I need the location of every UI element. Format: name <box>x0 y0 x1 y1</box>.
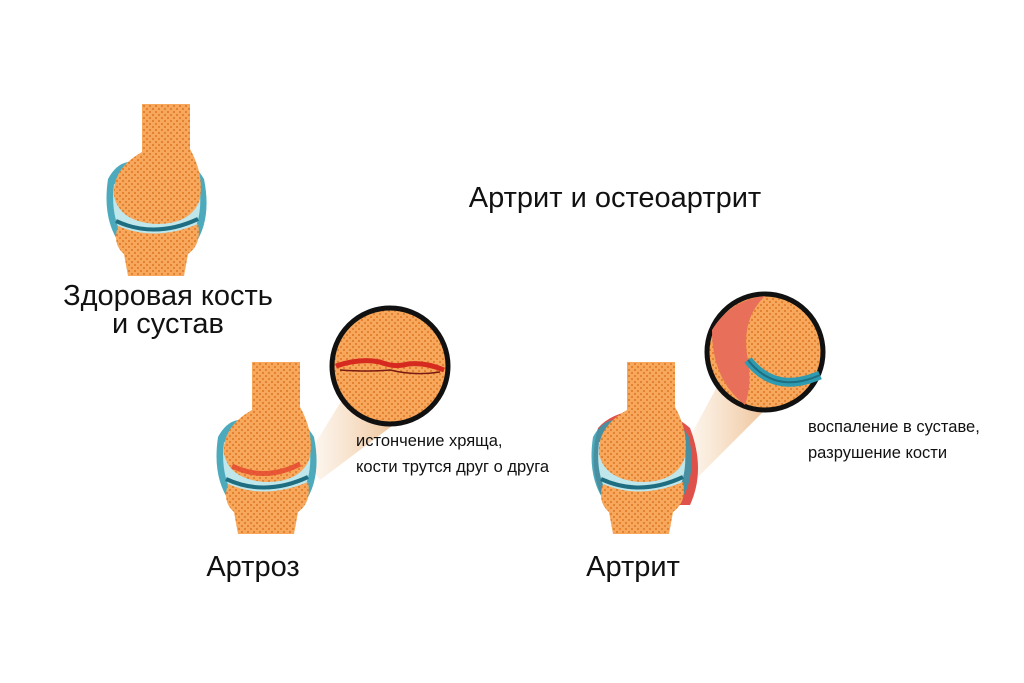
arthrosis-magnifier <box>329 305 451 427</box>
arthrosis-note-line1: истончение хряща, <box>356 432 503 450</box>
arthrosis-label: Артроз <box>206 551 299 583</box>
arthritis-label: Артрит <box>586 551 680 583</box>
diagram-title: Артрит и остеоартрит <box>469 182 761 214</box>
healthy-label-line2: и сустав <box>112 308 224 340</box>
arthritis-magnifier <box>704 291 826 413</box>
arthrosis-note-line2: кости трутся друг о друга <box>356 458 550 476</box>
arthritis-note-line2: разрушение кости <box>808 444 947 462</box>
healthy-joint-illustration <box>104 102 209 278</box>
arthritis-note-line1: воспаление в суставе, <box>808 418 980 436</box>
healthy-label-line1: Здоровая кость <box>63 280 273 312</box>
